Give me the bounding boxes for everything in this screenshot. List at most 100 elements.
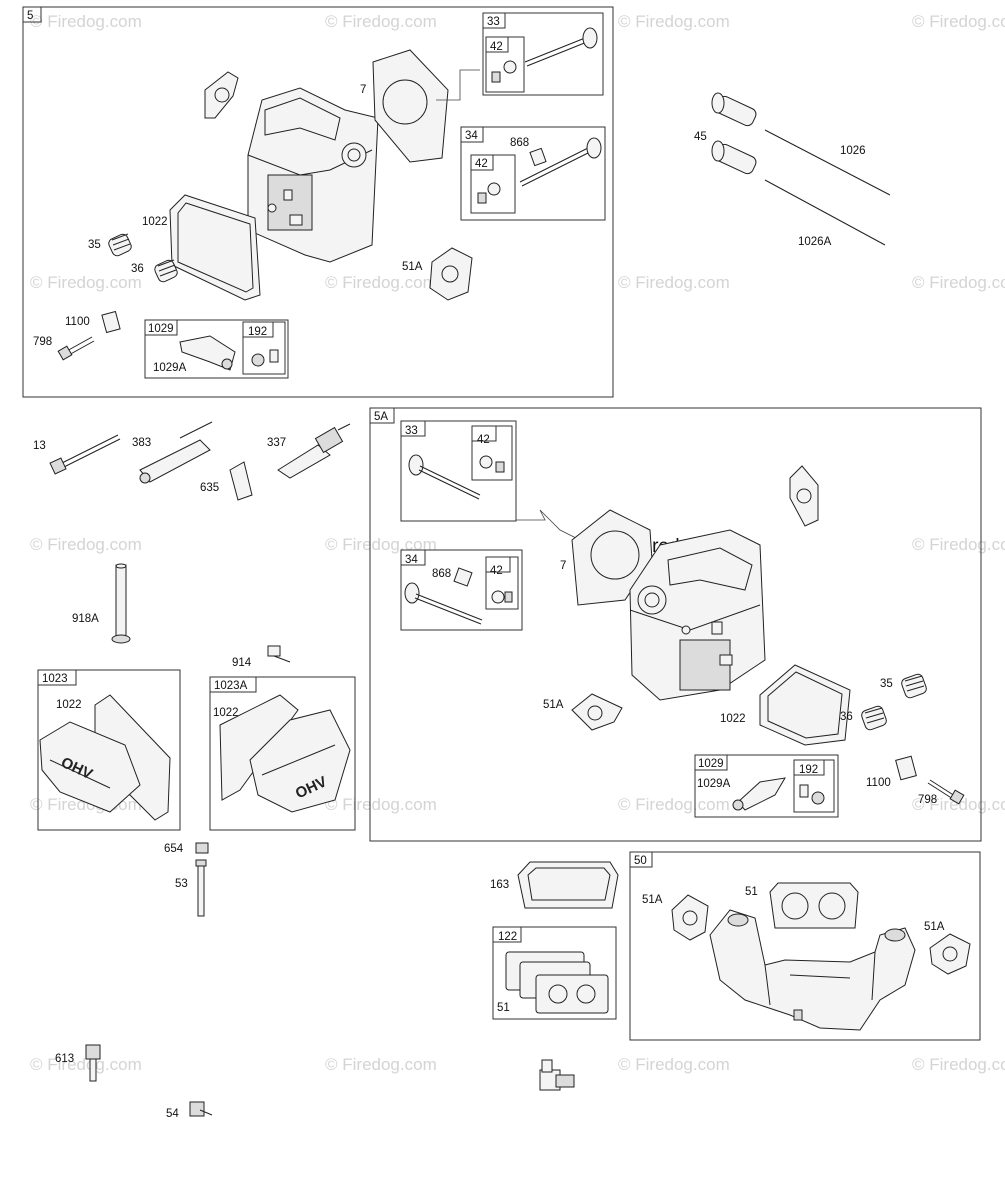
group-1029-box [144, 319, 289, 379]
watermark-text: © Firedog.com [30, 1055, 142, 1074]
part-label-36: 36 [131, 263, 144, 275]
valve-lock [491, 71, 501, 83]
nut [811, 791, 825, 805]
watermark-text: © Firedog.com [618, 273, 730, 292]
group-5-box [22, 6, 614, 398]
group-42-tag [470, 154, 494, 171]
cylinder-head-5a [629, 529, 766, 701]
group-34-box [400, 549, 523, 631]
watermark-text: © Firedog.com [325, 273, 437, 292]
watermarks: © Firedog.com © Firedog.com © Firedog.co… [30, 12, 1005, 1074]
watermark-text: © Firedog.com [325, 795, 437, 814]
group-34-box [460, 126, 606, 221]
gasket-bore [590, 530, 640, 580]
part-label-53: 53 [175, 878, 188, 890]
valve-exhaust [408, 454, 481, 500]
group-1029-box [694, 754, 839, 818]
group-5a-label: 5A [374, 411, 388, 423]
group-1023a-box [209, 676, 356, 831]
group-122-tag [492, 926, 522, 943]
group-1029-tag [144, 319, 178, 336]
valve-keeper [487, 182, 501, 196]
watermark-text: © Firedog.com [30, 273, 142, 292]
group-192-label: 192 [799, 764, 818, 776]
part-label-383: 383 [132, 437, 151, 449]
watermark-text: © Firedog.com [30, 12, 142, 31]
valve-keeper [479, 455, 493, 469]
elbow-fitting [229, 461, 253, 501]
exhaust-gasket [671, 894, 709, 941]
valve-keeper [503, 60, 517, 74]
rocker-cover: OHV [39, 721, 141, 813]
stud [799, 784, 809, 798]
part-label-163: 163 [490, 879, 509, 891]
gasket-inner [767, 671, 843, 739]
part-label-1100: 1100 [65, 316, 90, 328]
gasket-port [796, 488, 812, 504]
intake-gasket [789, 465, 819, 527]
group-42-tag [485, 556, 511, 573]
part-label-654: 654 [164, 843, 184, 855]
rocker-cover: OHV [249, 709, 351, 813]
rocker-pivot [221, 358, 233, 370]
elbow-fitting [539, 1059, 575, 1091]
group-1023-box [37, 669, 181, 831]
part-label-36: 36 [840, 711, 853, 723]
part-label-918a: 918A [72, 613, 99, 625]
gasket-inner [527, 867, 611, 901]
group-122-label: 122 [498, 931, 517, 943]
group-34-tag [460, 126, 484, 143]
rocker-arm [737, 777, 786, 811]
part-label-1022: 1022 [142, 216, 168, 228]
valve-spring [154, 259, 178, 283]
exhaust-gasket [429, 247, 473, 301]
watermark-text: © Firedog.com [912, 795, 1005, 814]
part-label-51a: 51A [543, 699, 564, 711]
group-5a-tag [369, 407, 395, 424]
part-label-1022: 1022 [213, 707, 239, 719]
part-label-798: 798 [33, 336, 52, 348]
group-34-label: 34 [405, 554, 418, 566]
leader-line [516, 509, 591, 546]
group-42-label: 42 [477, 434, 490, 446]
part-label-45: 45 [694, 131, 707, 143]
screw-613 [85, 1044, 101, 1082]
intake-gasket [204, 71, 239, 119]
valve-intake [519, 137, 602, 187]
part-label-51a: 51A [642, 894, 663, 906]
group-1023a-label: 1023A [214, 680, 248, 692]
rocker-cover-gasket [759, 664, 851, 746]
group-5a-box [369, 407, 982, 842]
group-1029-label: 1029 [698, 758, 724, 770]
breather-part [895, 755, 917, 781]
group-34-tag [400, 549, 426, 566]
watermark-text: © Firedog.com [618, 12, 730, 31]
watermark-text: © Firedog.com [912, 12, 1005, 31]
valve-spring [901, 673, 927, 699]
part-label-337: 337 [267, 437, 286, 449]
valve-spring [861, 705, 887, 731]
group-5-label: 5 [27, 10, 33, 22]
gasket-port [587, 705, 603, 721]
bolt [57, 336, 95, 361]
rocker-arm [179, 335, 236, 371]
leader-line [436, 69, 480, 101]
part-label-1026: 1026 [840, 145, 866, 157]
valve-intake [404, 582, 483, 625]
group-50-box [629, 851, 981, 1041]
exhaust-gasket [929, 933, 971, 975]
group-192-tag [242, 321, 274, 338]
cylinder-head-bolt [49, 434, 121, 475]
gasket-inner [177, 202, 254, 293]
part-label-51a: 51A [924, 921, 945, 933]
part-label-1022: 1022 [56, 699, 82, 711]
part-label-868: 868 [432, 568, 451, 580]
group-1029-tag [694, 754, 728, 771]
group-33-box [400, 420, 517, 522]
valve-keeper [491, 590, 505, 604]
bolt [927, 779, 965, 805]
part-label-1100: 1100 [866, 777, 891, 789]
group-50-label: 50 [634, 855, 647, 867]
gasket-port [576, 984, 596, 1004]
watermark-text: © Firedog.com [618, 795, 730, 814]
